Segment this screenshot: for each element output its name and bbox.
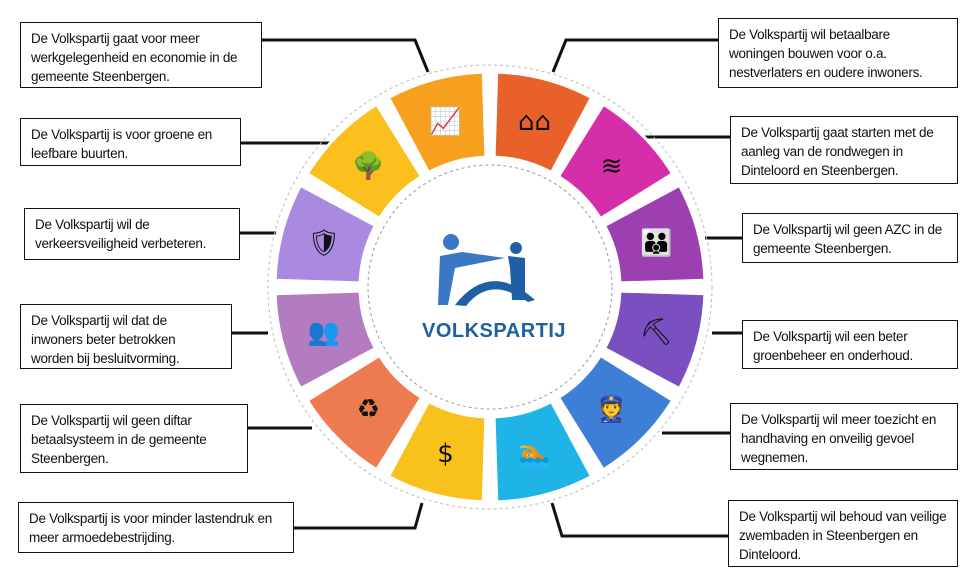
segment-azc (602, 183, 707, 285)
people-talk-icon: 👥 (308, 318, 340, 348)
shield-hands-icon: 🛡 (307, 228, 340, 258)
segment-participation (273, 289, 378, 391)
worker-icon: ⛏ (640, 318, 673, 348)
azc-textbox: De Volkspartij wil geen AZC in de gemeen… (742, 213, 958, 263)
growth-chart-icon: 📈 (429, 106, 461, 137)
segment-houses (492, 70, 594, 175)
segment-recycling (305, 353, 424, 472)
segment-enforcement (556, 353, 675, 472)
tree-icon: 🌳 (352, 149, 384, 181)
segment-safety (273, 183, 378, 285)
houses-textbox: De Volkspartij wil betaalbare woningen b… (718, 18, 958, 88)
police-icon: 👮 (595, 393, 627, 425)
logo-mark (438, 234, 535, 306)
economy-textbox: De Volkspartij gaat voor meer werkgelege… (20, 22, 262, 88)
money-house-icon: $ (437, 439, 454, 469)
swimmer-icon: 🏊 (518, 439, 550, 469)
recycling-textbox: De Volkspartij wil geen diftar betaalsys… (20, 404, 248, 473)
recycle-icon: ♻ (357, 395, 380, 425)
houses-icon: ⌂⌂ (518, 107, 551, 137)
family-shelter-icon: 👪 (640, 227, 672, 258)
segment-swimming (492, 399, 594, 504)
logo-text: VOLKSPARTIJ (422, 320, 567, 342)
segment-green (305, 102, 424, 221)
segment-finance (386, 399, 488, 504)
finance-textbox: De Volkspartij is voor minder lastendruk… (18, 502, 294, 553)
segment-economy (386, 70, 488, 175)
segment-road (556, 102, 675, 221)
participation-textbox: De Volkspartij wil dat de inwoners beter… (20, 304, 232, 369)
connector-lines (232, 38, 742, 538)
green-textbox: De Volkspartij is voor groene en leefbar… (20, 118, 241, 166)
road-icon: ≋ (601, 151, 623, 181)
safety-textbox: De Volkspartij wil de verkeersveiligheid… (24, 208, 240, 260)
road-textbox: De Volkspartij gaat starten met de aanle… (730, 116, 958, 184)
enforcement-textbox: De Volkspartij wil meer toezicht en hand… (730, 403, 958, 470)
maintenance-textbox: De Volkspartij wil een beter groenbeheer… (742, 320, 958, 369)
segment-maintenance (602, 289, 707, 391)
swimming-textbox: De Volkspartij wil behoud van veilige zw… (728, 500, 958, 567)
